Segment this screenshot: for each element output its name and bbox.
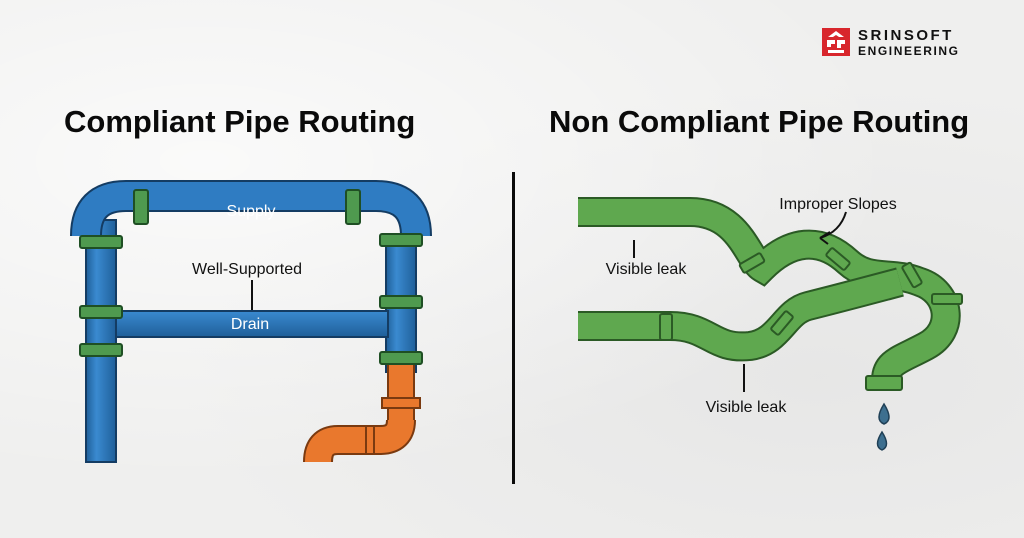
compliant-pipe-system	[70, 180, 432, 463]
non-compliant-pipe-system	[578, 197, 963, 451]
arrow-head-icon	[819, 231, 831, 245]
left-vertical-pipe	[85, 219, 117, 463]
orange-elbow-pipe	[305, 419, 414, 463]
panel-divider	[512, 172, 515, 484]
brand-logo: SRINSOFT ENGINEERING	[822, 27, 960, 57]
bad-fitting	[825, 247, 851, 271]
srinsoft-logo-icon	[822, 28, 850, 56]
improper-slopes-label: Improper Slopes	[779, 196, 896, 213]
support-clamp	[79, 235, 123, 249]
water-drip-icon	[878, 402, 890, 425]
bad-fitting	[738, 252, 766, 274]
drain-pipe	[115, 310, 389, 338]
supply-pipe	[72, 182, 430, 237]
supply-fitting	[345, 189, 361, 225]
support-clamp	[79, 305, 123, 319]
orange-riser	[387, 363, 415, 429]
supply-label: Supply	[227, 203, 276, 220]
lower-bad-pipe	[578, 269, 904, 360]
bad-pipe-outlet	[865, 375, 903, 391]
support-clamp	[379, 295, 423, 309]
visible-leak-label-top: Visible leak	[606, 261, 688, 278]
water-drip-icon	[876, 430, 888, 451]
bad-fitting	[659, 313, 673, 341]
drain-label: Drain	[231, 316, 269, 333]
brand-name: SRINSOFT	[858, 26, 954, 44]
support-label: Well-Supported	[192, 261, 302, 278]
support-clamp	[379, 351, 423, 365]
visible-leak-label-bottom: Visible leak	[706, 399, 788, 416]
left-panel-title: Compliant Pipe Routing	[64, 104, 416, 139]
right-panel-title: Non Compliant Pipe Routing	[549, 104, 970, 139]
bad-fitting	[931, 293, 963, 305]
orange-joint	[365, 425, 375, 455]
bad-fitting	[770, 310, 794, 336]
orange-coupling	[381, 397, 421, 409]
support-clamp	[379, 233, 423, 247]
brand-subtitle: ENGINEERING	[858, 43, 960, 58]
support-clamp	[79, 343, 123, 357]
supply-fitting	[133, 189, 149, 225]
bad-fitting	[901, 261, 923, 289]
